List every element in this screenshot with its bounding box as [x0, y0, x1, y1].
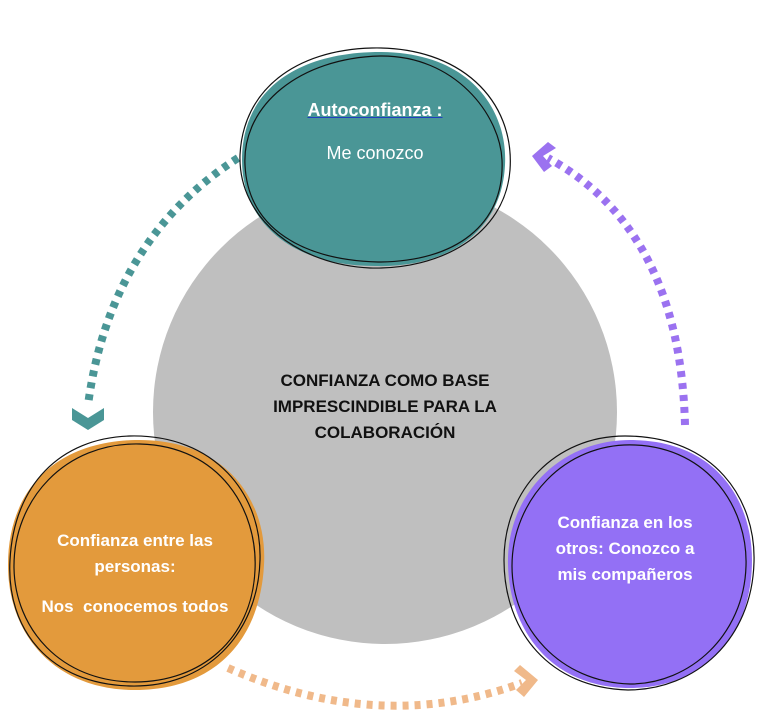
left-label: Confianza entre las personas: Nos conoce… — [20, 528, 250, 620]
top-blob — [239, 47, 511, 269]
top-label: Autoconfianza : Me conozco — [270, 100, 480, 164]
left-blob — [8, 435, 265, 690]
top-title: Autoconfianza : — [307, 100, 443, 120]
right-line-1: Confianza en los — [557, 513, 693, 532]
left-line-2: personas: — [94, 557, 176, 576]
left-line-3: Nos conocemos todos — [41, 597, 229, 616]
peach-chevron-icon — [514, 665, 538, 697]
top-subtitle: Me conozco — [326, 143, 424, 163]
teal-chevron-icon — [72, 408, 104, 430]
center-label: CONFIANZA COMO BASE IMPRESCINDIBLE PARA … — [230, 368, 540, 446]
center-line-2: IMPRESCINDIBLE PARA LA — [273, 397, 497, 416]
peach-dotted-arrow — [226, 664, 524, 710]
right-line-3: mis compañeros — [557, 565, 693, 584]
center-circle — [153, 180, 617, 644]
center-line-1: CONFIANZA COMO BASE — [280, 371, 490, 390]
center-line-3: COLABORACIÓN — [314, 423, 456, 442]
right-label: Confianza en los otros: Conozco a mis co… — [530, 510, 720, 588]
right-line-2: otros: Conozco a — [555, 539, 695, 558]
left-line-1: Confianza entre las — [57, 531, 213, 550]
purple-dotted-arrow — [546, 154, 689, 426]
right-blob — [503, 435, 755, 691]
teal-dotted-arrow — [84, 154, 241, 406]
purple-chevron-icon — [532, 142, 556, 172]
